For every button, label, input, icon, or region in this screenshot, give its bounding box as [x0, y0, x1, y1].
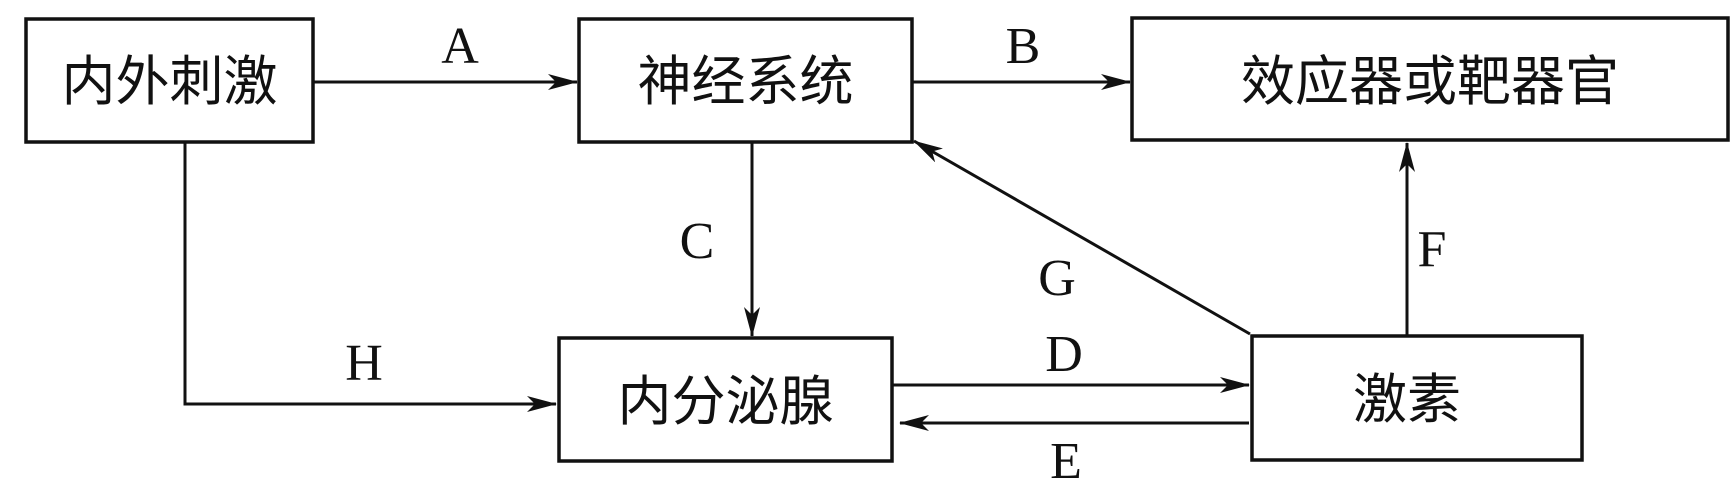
edge-label-e: E [1050, 433, 1082, 480]
node-endocrine-gland-label: 内分泌腺 [618, 370, 834, 433]
edge-h-arrow [183, 142, 557, 412]
node-stimulus-label: 内外刺激 [62, 50, 278, 113]
edge-label-g: G [1038, 250, 1076, 307]
edge-label-h: H [345, 335, 383, 392]
edge-label-f: F [1418, 221, 1447, 278]
edge-label-b: B [1006, 18, 1041, 75]
edge-label-a: A [441, 18, 479, 75]
edge-labels: A B C D E F G H [345, 18, 1446, 480]
node-endocrine-gland: 内分泌腺 [557, 336, 894, 463]
edge-g-arrow [913, 139, 1251, 336]
node-effector-label: 效应器或靶器官 [1241, 50, 1619, 113]
edges [183, 74, 1415, 431]
node-stimulus: 内外刺激 [24, 17, 315, 144]
node-effector: 效应器或靶器官 [1130, 16, 1730, 142]
edge-label-d: D [1045, 326, 1083, 383]
edge-label-c: C [680, 213, 715, 270]
node-hormone-label: 激素 [1353, 368, 1461, 431]
node-nervous-system: 神经系统 [577, 17, 914, 144]
node-nervous-system-label: 神经系统 [638, 50, 854, 113]
node-hormone: 激素 [1250, 334, 1584, 462]
